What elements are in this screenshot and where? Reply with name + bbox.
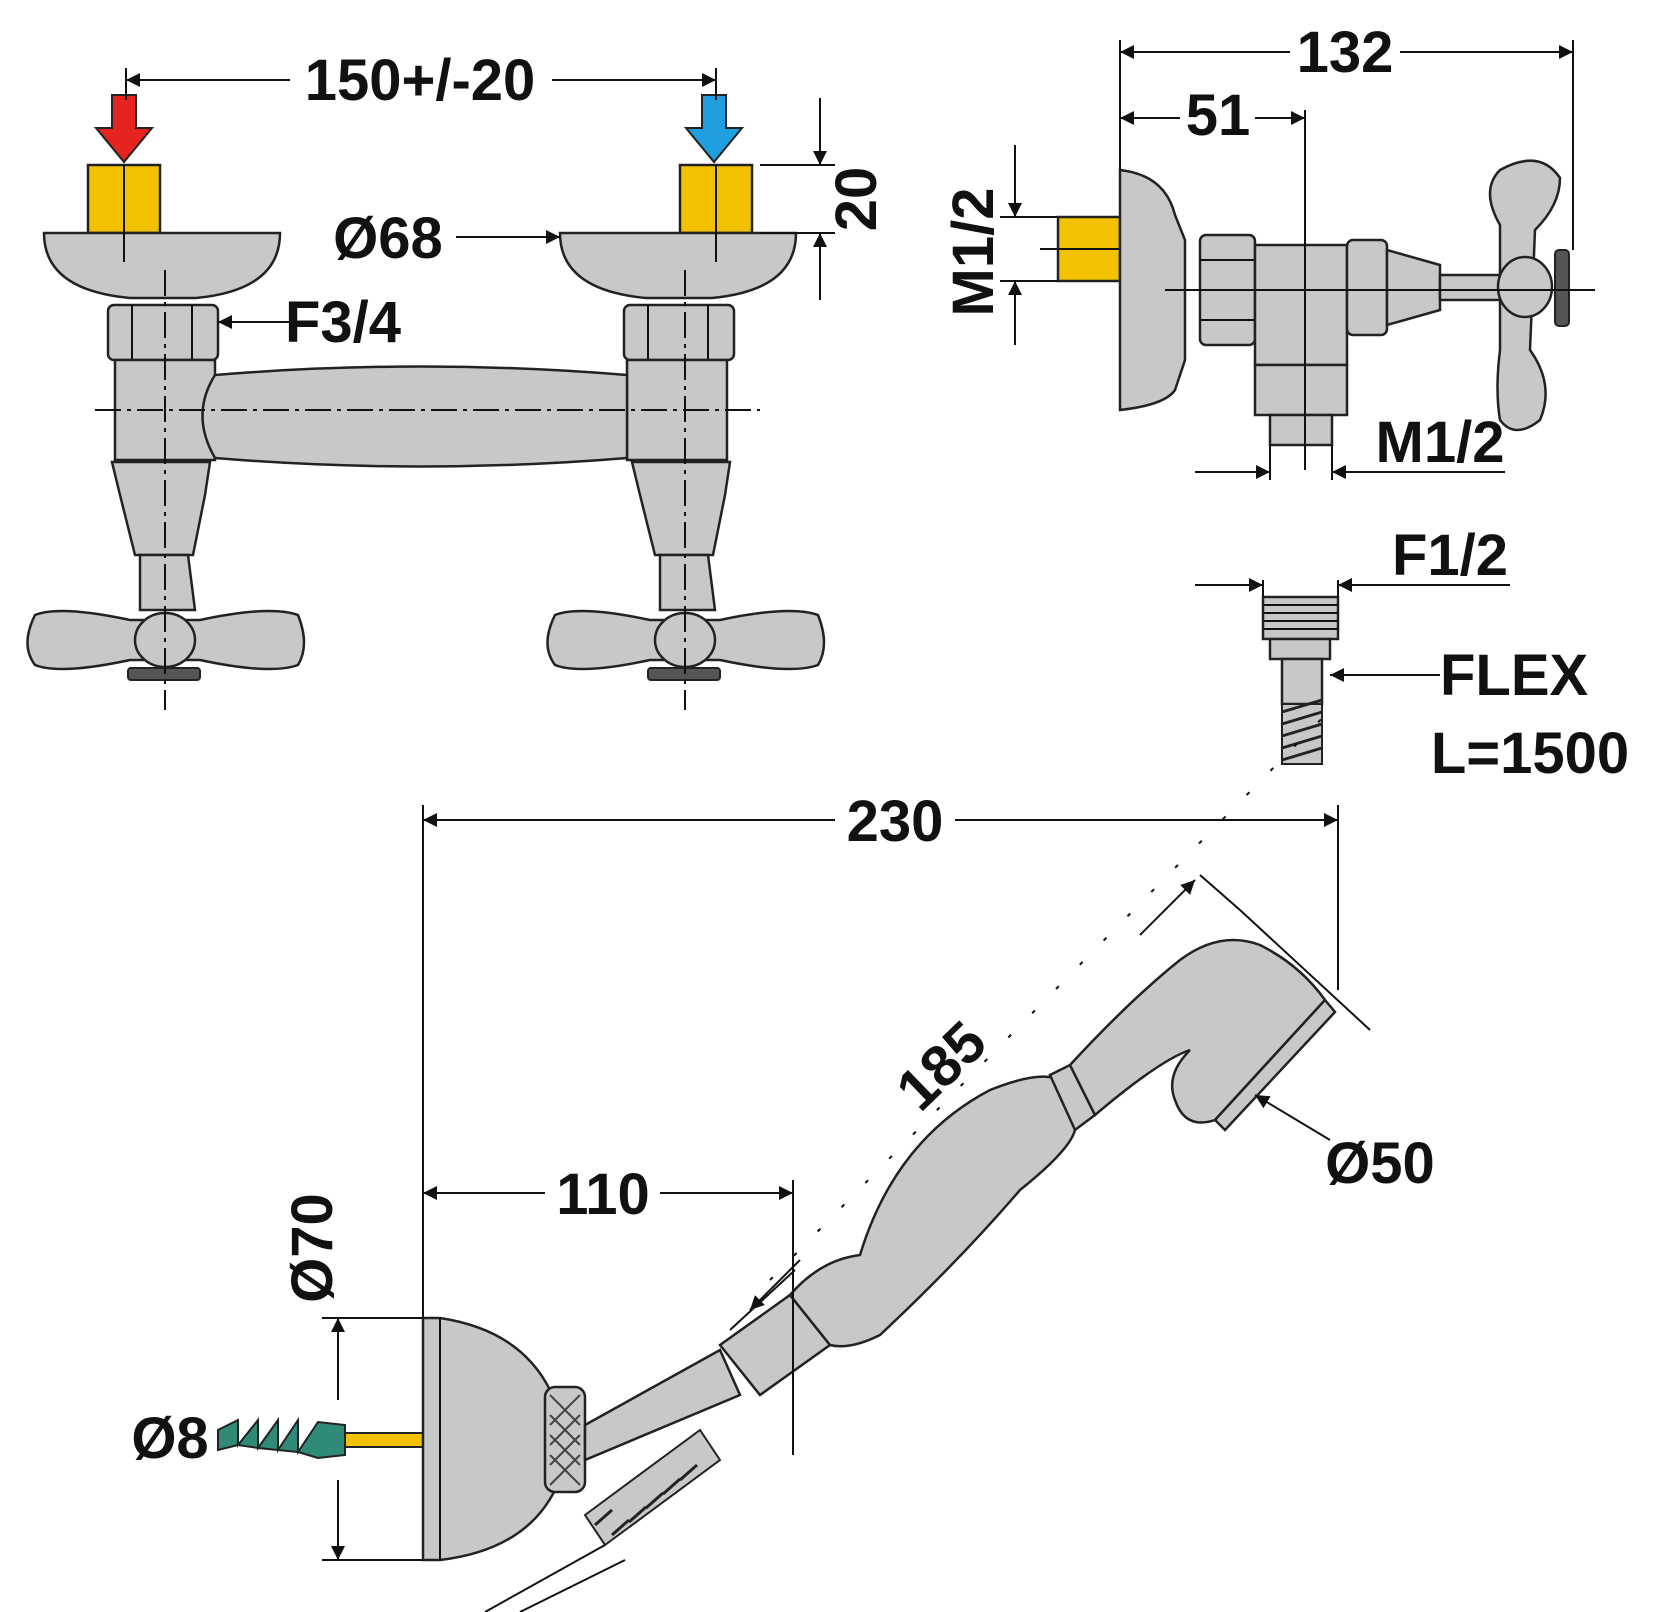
hose-thread-label: F1/2 xyxy=(1392,523,1508,588)
holder-arm xyxy=(583,1348,742,1462)
side-spindle xyxy=(1385,248,1442,327)
hose-detail: F1/2 FLEX L=1500 xyxy=(1195,523,1629,786)
front-view-dimensions: 150+/-20 20 Ø68 F3/4 xyxy=(125,48,889,355)
holder-diameter-label: Ø70 xyxy=(280,1193,345,1303)
side-cross-handle xyxy=(1438,159,1570,432)
hand-shower xyxy=(718,938,1337,1397)
right-union-nut xyxy=(622,303,736,362)
hose-nut xyxy=(1261,595,1340,641)
hose-sleeve xyxy=(1280,657,1324,706)
shower-head-face xyxy=(1213,998,1337,1132)
hot-water-arrow-icon xyxy=(93,94,155,164)
hose-length-label: L=1500 xyxy=(1431,721,1629,786)
mixer-front-view xyxy=(26,94,826,710)
inlet-thread-label: M1/2 xyxy=(941,188,1006,317)
hose-type-label: FLEX xyxy=(1440,643,1589,708)
anchor-diameter-label: Ø8 xyxy=(131,1406,208,1471)
side-outlet-body xyxy=(1253,363,1349,417)
showerhead-diameter-label: Ø50 xyxy=(1325,1131,1435,1196)
shower-hose xyxy=(583,1428,722,1547)
depth-total-label: 132 xyxy=(1297,20,1394,85)
side-bonnet-nut xyxy=(1345,238,1389,337)
outlet-thread-label: M1/2 xyxy=(1376,410,1505,475)
right-wall-flange xyxy=(558,231,798,300)
side-view-dimensions: 132 51 M1/2 M1/2 xyxy=(941,20,1574,480)
flange-diameter-label: Ø68 xyxy=(333,206,443,271)
holder-knob xyxy=(543,1385,587,1494)
wall-anchor xyxy=(217,1416,424,1460)
left-union-nut xyxy=(106,303,220,362)
holder-projection-label: 110 xyxy=(556,1162,650,1227)
side-valve-body xyxy=(1253,243,1349,367)
flexible-hose xyxy=(1281,698,1323,765)
cold-water-arrow-icon xyxy=(683,94,745,164)
left-wall-flange xyxy=(42,231,282,300)
wall-holder xyxy=(421,1316,563,1562)
left-valve-bonnet xyxy=(110,460,212,557)
inlet-spacing-label: 150+/-20 xyxy=(305,48,536,113)
hose-fitting xyxy=(1268,637,1332,661)
mixer-side-view xyxy=(1040,110,1595,470)
side-outlet-thread xyxy=(1268,413,1334,447)
shower-total-width-label: 230 xyxy=(847,789,944,854)
right-valve-bonnet xyxy=(630,460,732,557)
hand-shower-assembly xyxy=(217,699,1341,1612)
inlet-depth-label: 51 xyxy=(1186,83,1251,148)
mixer-bar xyxy=(201,365,629,468)
inlet-length-label: 20 xyxy=(824,167,889,232)
side-wall-flange xyxy=(1118,168,1187,412)
connection-thread-label: F3/4 xyxy=(285,290,401,355)
